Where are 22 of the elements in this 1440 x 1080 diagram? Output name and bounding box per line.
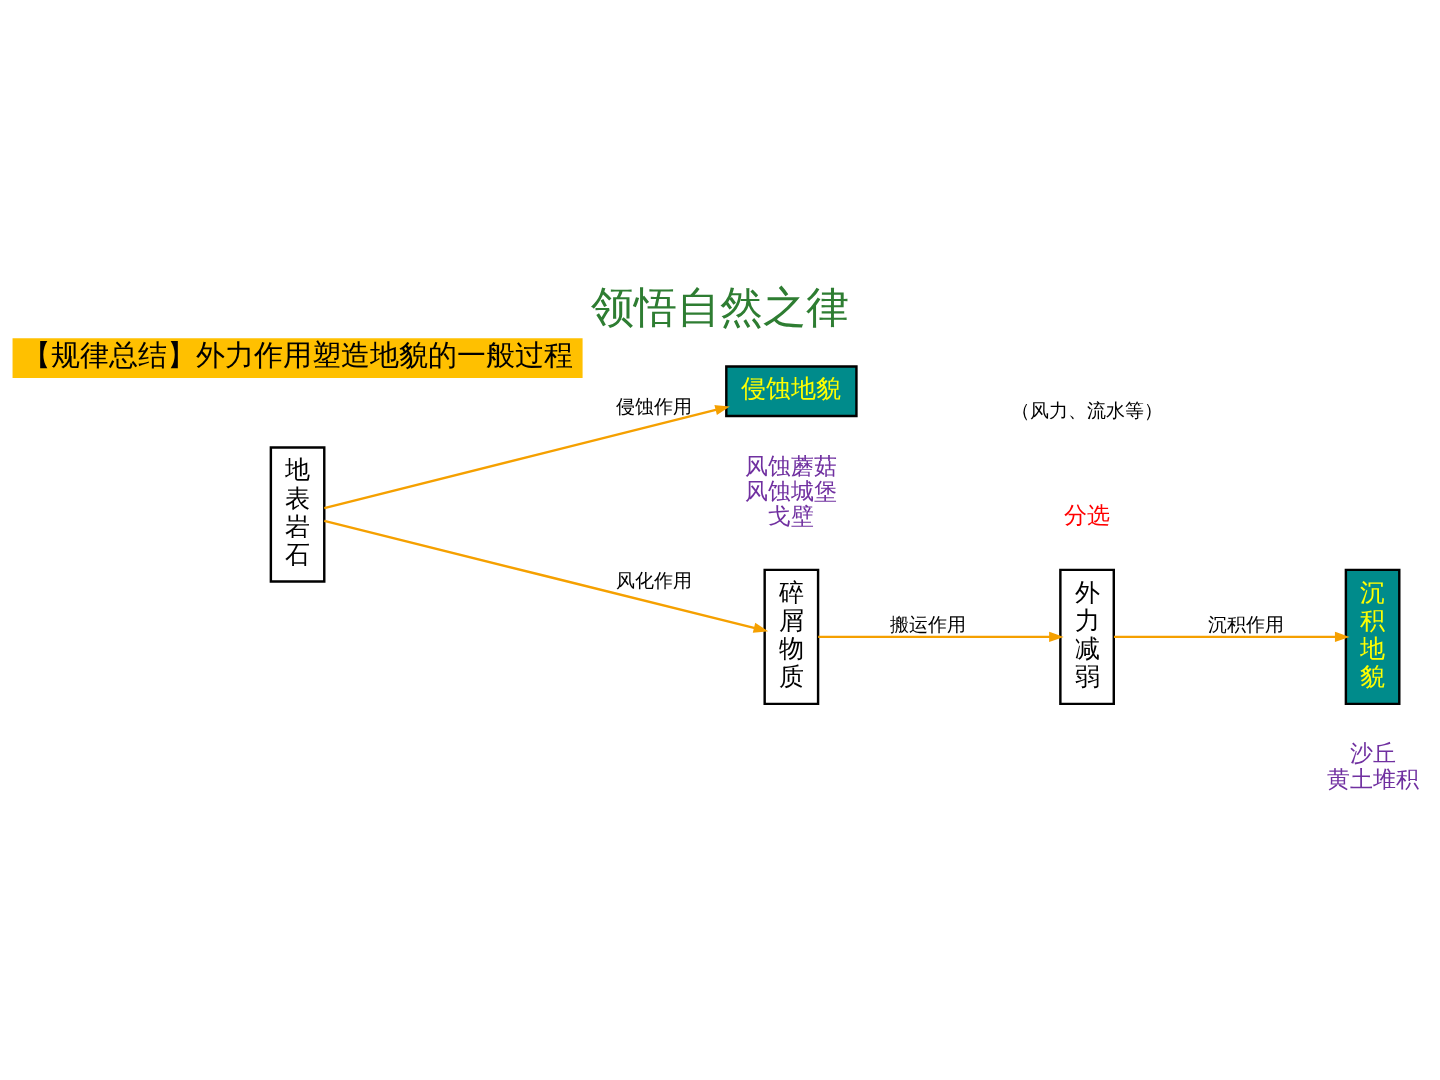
node-box: 沉积地貌 xyxy=(1344,568,1401,705)
node-box: 外力减弱 xyxy=(1059,568,1115,705)
edge-label: 侵蚀作用 xyxy=(616,394,693,418)
node-label: 风蚀蘑菇 xyxy=(745,451,838,479)
node-box: 碎屑物质 xyxy=(763,568,820,705)
label: （风力、流水等） xyxy=(1011,398,1164,422)
node-box: 侵蚀地貌 xyxy=(725,364,858,417)
node-label: 戈壁 xyxy=(768,501,815,529)
edge-label: 搬运作用 xyxy=(890,612,967,636)
label: 【规律总结】外力作用塑造地貌的一般过程 xyxy=(22,337,574,372)
arrow xyxy=(1113,631,1350,642)
label: 分选 xyxy=(1064,500,1111,528)
arrow xyxy=(818,631,1064,642)
edge-label: 沉积作用 xyxy=(1207,612,1284,636)
arrow xyxy=(324,404,730,509)
node-box: 地表岩石 xyxy=(269,445,326,583)
diagram-title: 领悟自然之律 xyxy=(591,281,849,332)
node-label: 黄土堆积 xyxy=(1326,764,1419,792)
node-label: 沙丘 xyxy=(1349,738,1396,766)
edge-label: 风化作用 xyxy=(616,568,693,592)
arrow xyxy=(324,519,769,633)
node-label: 风蚀城堡 xyxy=(745,476,838,504)
